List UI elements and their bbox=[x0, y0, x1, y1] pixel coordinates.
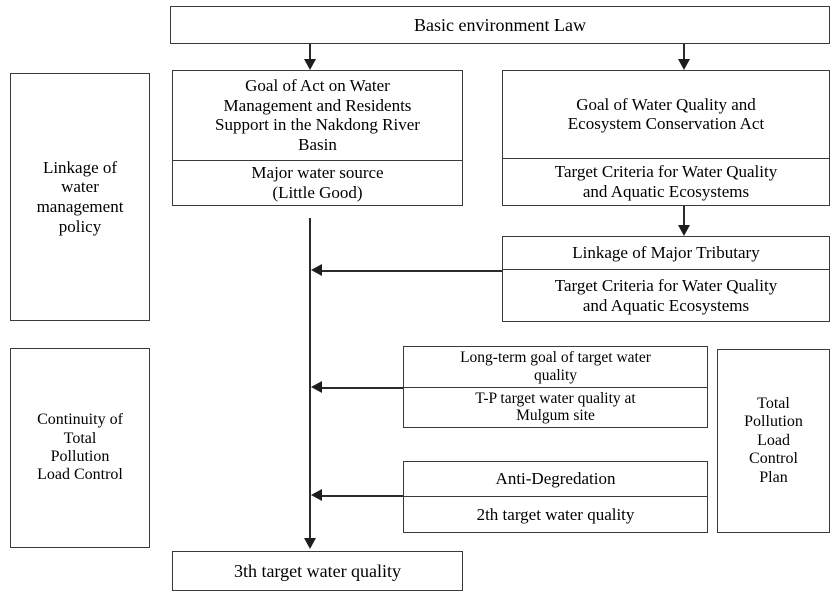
arrowhead-major-tributary-to-spine bbox=[311, 264, 322, 276]
node-goal-of-act-nakdong-river-basin-sub: Major water source (Little Good) bbox=[173, 159, 462, 205]
node-3th-target-water-quality: 3th target water quality bbox=[172, 551, 463, 591]
connector-wq-act-to-major-tributary bbox=[683, 206, 685, 227]
node-continuity-of-total-pollution-load-control-label: Continuity of Total Pollution Load Contr… bbox=[37, 411, 123, 484]
arrowhead-wq-act-to-major-tributary bbox=[678, 225, 690, 236]
connector-anti-degradation-to-spine bbox=[318, 495, 403, 497]
node-total-pollution-load-control-plan-label: Total Pollution Load Control Plan bbox=[744, 395, 803, 486]
arrowhead-basic-law-to-act-nakdong bbox=[304, 59, 316, 70]
node-goal-of-act-nakdong-river-basin-header: Goal of Act on Water Management and Resi… bbox=[215, 76, 420, 154]
node-long-term-goal-target-water-quality: Long-term goal of target water quality T… bbox=[403, 346, 708, 428]
node-linkage-of-major-tributary-sub: Target Criteria for Water Quality and Aq… bbox=[503, 269, 829, 321]
node-linkage-of-major-tributary: Linkage of Major Tributary Target Criter… bbox=[502, 236, 830, 322]
node-goal-of-water-quality-ecosystem-act: Goal of Water Quality and Ecosystem Cons… bbox=[502, 70, 830, 206]
node-goal-of-water-quality-ecosystem-act-sub: Target Criteria for Water Quality and Aq… bbox=[503, 157, 829, 205]
connector-long-term-goal-to-spine bbox=[318, 387, 403, 389]
node-basic-environment-law-label: Basic environment Law bbox=[414, 14, 586, 35]
node-anti-degradation-header: Anti-Degredation bbox=[495, 469, 616, 489]
node-linkage-of-water-management-policy-label: Linkage of water management policy bbox=[36, 157, 124, 236]
connector-main-spine bbox=[309, 218, 311, 540]
arrowhead-anti-degradation-to-spine bbox=[311, 489, 322, 501]
connector-major-tributary-to-spine bbox=[318, 270, 502, 272]
node-long-term-goal-target-water-quality-sub: T-P target water quality at Mulgum site bbox=[404, 386, 707, 428]
connector-basic-law-to-wq-ecosystem-act bbox=[683, 44, 685, 62]
node-anti-degradation-sub: 2th target water quality bbox=[404, 496, 707, 532]
arrowhead-basic-law-to-wq-ecosystem-act bbox=[678, 59, 690, 70]
connector-basic-law-to-act-nakdong bbox=[309, 44, 311, 62]
node-goal-of-water-quality-ecosystem-act-header: Goal of Water Quality and Ecosystem Cons… bbox=[567, 94, 765, 134]
arrowhead-long-term-goal-to-spine bbox=[311, 381, 322, 393]
node-basic-environment-law: Basic environment Law bbox=[170, 6, 830, 44]
node-anti-degradation: Anti-Degredation 2th target water qualit… bbox=[403, 461, 708, 533]
node-long-term-goal-target-water-quality-header: Long-term goal of target water quality bbox=[460, 349, 651, 384]
node-continuity-of-total-pollution-load-control: Continuity of Total Pollution Load Contr… bbox=[10, 348, 150, 548]
node-3th-target-water-quality-label: 3th target water quality bbox=[233, 560, 402, 581]
arrowhead-main-spine-to-3th-target bbox=[304, 538, 316, 549]
node-linkage-of-major-tributary-header: Linkage of Major Tributary bbox=[572, 243, 760, 263]
node-goal-of-act-nakdong-river-basin: Goal of Act on Water Management and Resi… bbox=[172, 70, 463, 206]
node-total-pollution-load-control-plan: Total Pollution Load Control Plan bbox=[717, 349, 830, 533]
node-linkage-of-water-management-policy: Linkage of water management policy bbox=[10, 73, 150, 321]
